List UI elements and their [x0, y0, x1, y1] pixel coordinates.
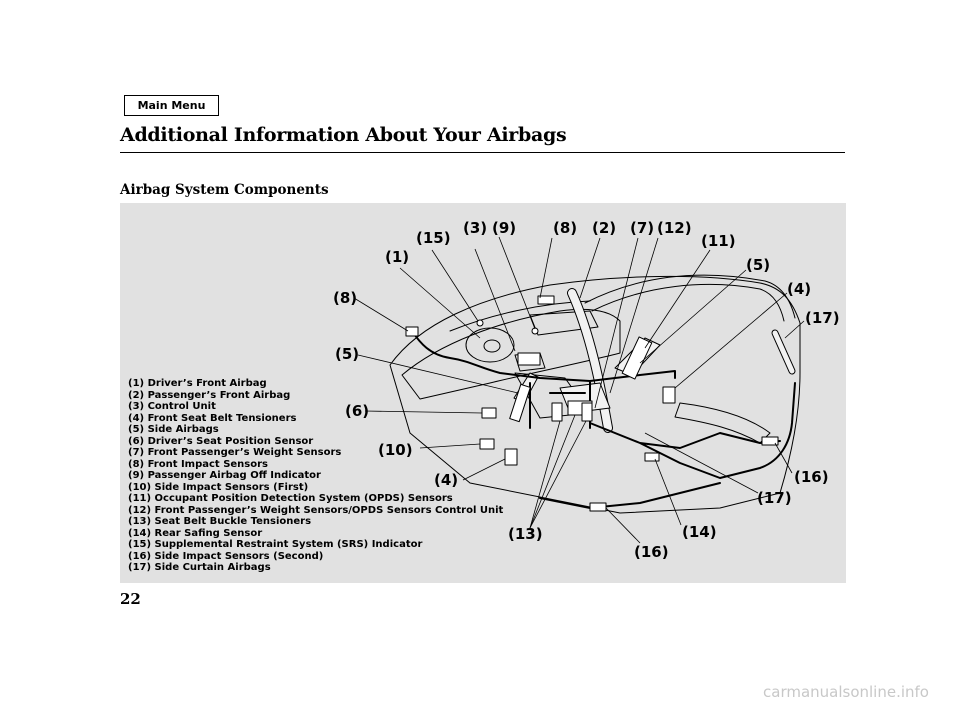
- legend-item: (12) Front Passenger’s Weight Sensors/OP…: [128, 504, 504, 516]
- watermark: carmanualsonline.info: [763, 683, 929, 701]
- callout-11: (11): [701, 232, 736, 250]
- callout-6: (6): [345, 402, 369, 420]
- legend-item: (1) Driver’s Front Airbag: [128, 378, 267, 389]
- callout-labels: (3) (9) (8) (2) (7) (12) (15) (11) (1) (…: [333, 219, 840, 561]
- rear-seat: [674, 402, 771, 444]
- legend-item: (4) Front Seat Belt Tensioners: [128, 412, 297, 424]
- dash-top: [449, 300, 591, 332]
- callout-8-top: (8): [553, 219, 577, 237]
- callout-17-bottom: (17): [757, 489, 792, 507]
- seat-belt-tensioner-driver: [504, 448, 518, 466]
- leader-lines: [353, 236, 805, 544]
- callout-9: (9): [492, 219, 516, 237]
- title-divider: [120, 152, 845, 153]
- callout-5-left: (5): [335, 345, 359, 363]
- rear-safing-sensor: [644, 452, 660, 462]
- callout-5-right: (5): [746, 256, 770, 274]
- legend-item: (6) Driver’s Seat Position Sensor: [128, 435, 314, 447]
- callout-10: (10): [378, 441, 413, 459]
- legend-item: (17) Side Curtain Airbags: [128, 562, 271, 573]
- legend-item: (9) Passenger Airbag Off Indicator: [128, 470, 321, 481]
- legend-item: (10) Side Impact Sensors (First): [128, 481, 309, 493]
- callout-4-right: (4): [787, 280, 811, 298]
- dashboard: [401, 308, 621, 400]
- callout-17-right: (17): [805, 309, 840, 327]
- seat-belt-tensioner-passenger: [662, 386, 676, 404]
- buckle-tensioner-1: [551, 402, 563, 422]
- srs-indicator: [476, 319, 484, 327]
- legend-item: (5) Side Airbags: [128, 424, 219, 435]
- wiring-rear: [539, 482, 721, 509]
- legend-item: (11) Occupant Position Detection System …: [128, 493, 453, 504]
- legend-item: (13) Seat Belt Buckle Tensioners: [128, 516, 312, 527]
- callout-7: (7): [630, 219, 654, 237]
- page-title: Additional Information About Your Airbag…: [120, 124, 567, 146]
- b-pillar-inner: [568, 289, 612, 432]
- side-impact-sensor-second-front: [589, 502, 607, 512]
- car-interior-diagram: (3) (9) (8) (2) (7) (12) (15) (11) (1) (…: [333, 219, 840, 561]
- legend-item: (16) Side Impact Sensors (Second): [128, 550, 324, 562]
- section-title: Airbag System Components: [120, 182, 329, 198]
- driver-side-airbag: [509, 383, 531, 423]
- callout-12: (12): [657, 219, 692, 237]
- main-menu-button[interactable]: Main Menu: [124, 95, 219, 116]
- steering-hub: [483, 339, 501, 353]
- passenger-airbag-module: [537, 295, 555, 305]
- front-impact-sensor: [405, 326, 419, 337]
- legend-item: (7) Front Passenger’s Weight Sensors: [128, 447, 342, 458]
- side-impact-sensor-second-rear: [761, 436, 779, 446]
- buckle-tensioner-2: [581, 402, 593, 422]
- passenger-side-airbag: [621, 336, 653, 380]
- legend-item: (8) Front Impact Sensors: [128, 458, 268, 470]
- steering-wheel: [465, 327, 515, 363]
- legend-item: (15) Supplemental Restraint System (SRS)…: [128, 539, 423, 550]
- page-number: 22: [120, 590, 141, 608]
- callout-3: (3): [463, 219, 487, 237]
- callout-2: (2): [592, 219, 616, 237]
- legend-item: (14) Rear Safing Sensor: [128, 527, 263, 539]
- roof-rail-inner: [591, 283, 785, 322]
- callout-4-left: (4): [434, 471, 458, 489]
- component-legend: (1) Driver’s Front Airbag (2) Passenger’…: [128, 378, 503, 574]
- callout-8-left: (8): [333, 289, 357, 307]
- callout-15: (15): [416, 229, 451, 247]
- control-unit: [517, 352, 541, 366]
- legend-item: (3) Control Unit: [128, 401, 216, 412]
- callout-16-right: (16): [794, 468, 829, 486]
- callout-14: (14): [682, 523, 717, 541]
- callout-1: (1): [385, 248, 409, 266]
- airbag-components-figure: (3) (9) (8) (2) (7) (12) (15) (11) (1) (…: [120, 203, 846, 583]
- roof-rail: [584, 274, 796, 319]
- legend-item: (2) Passenger’s Front Airbag: [128, 389, 291, 401]
- callout-13: (13): [508, 525, 543, 543]
- callout-16-bottom: (16): [634, 543, 669, 561]
